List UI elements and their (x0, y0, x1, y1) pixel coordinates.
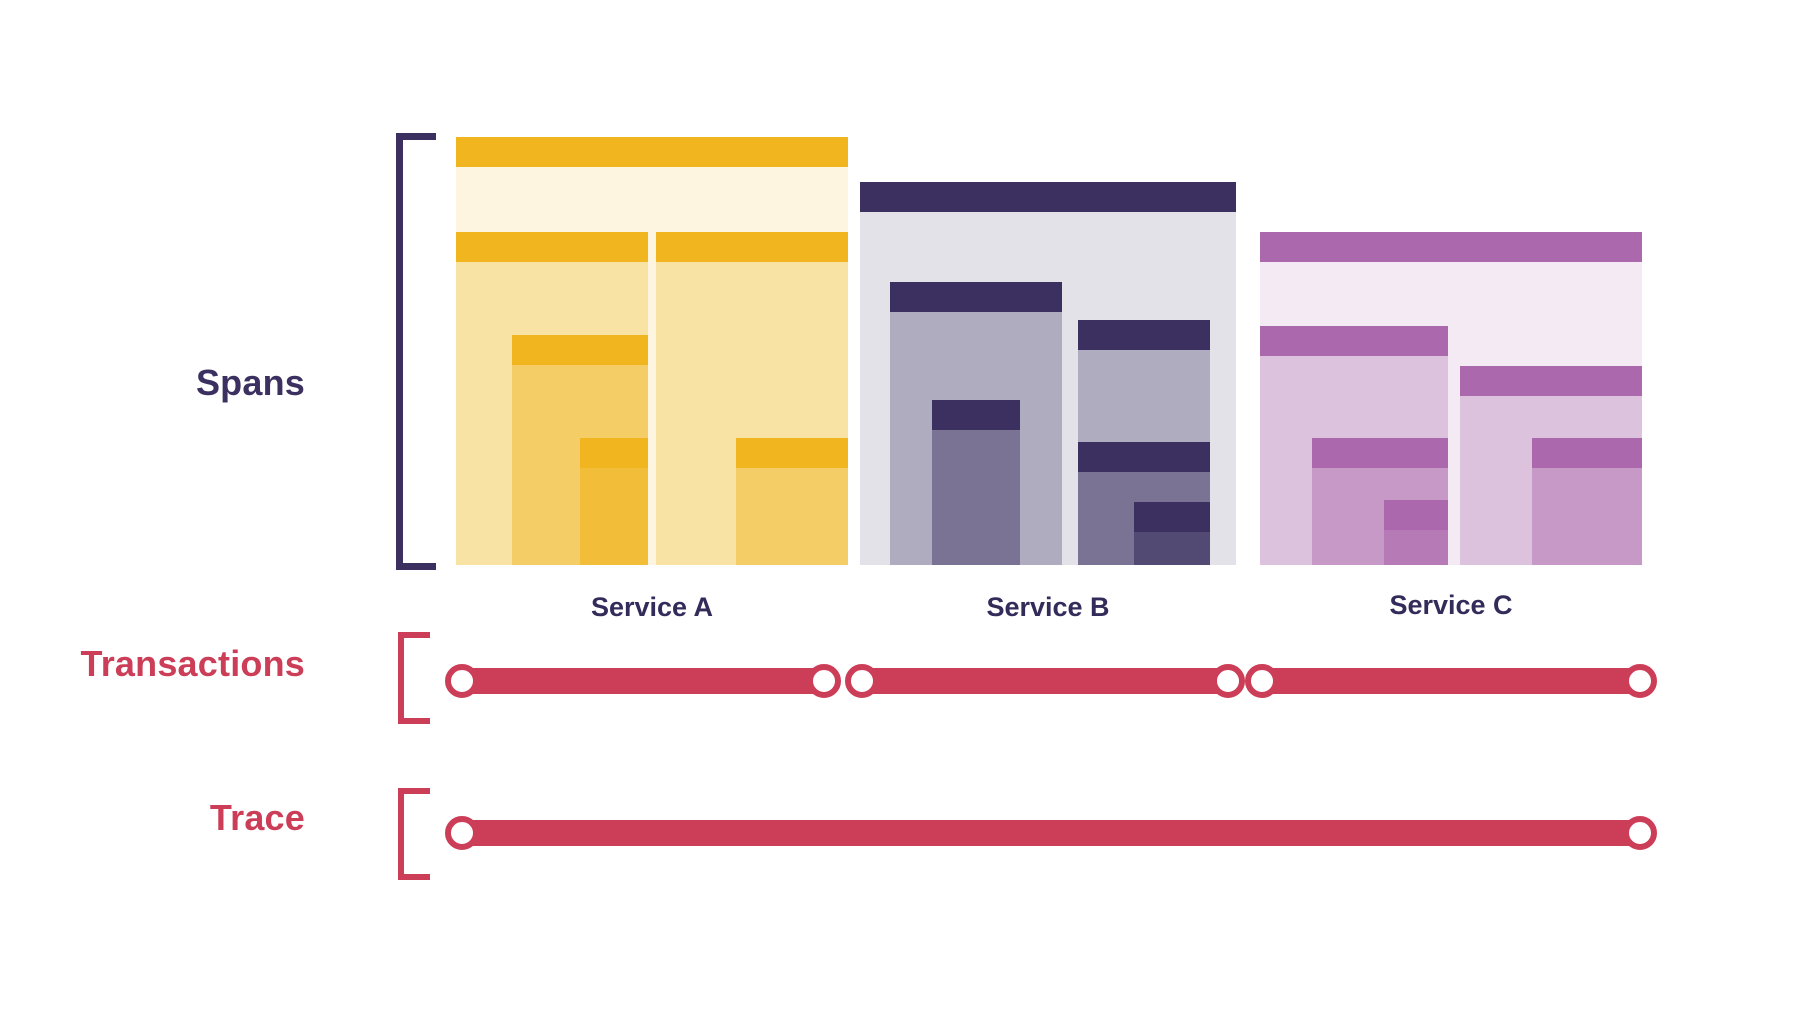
spans-waterfall (456, 137, 1642, 565)
span-header-bar (656, 232, 848, 262)
bracket-spans (396, 133, 436, 570)
span-bar[interactable] (860, 182, 1236, 565)
span-header-bar (1260, 326, 1448, 356)
transaction-1-end-dot[interactable] (807, 664, 841, 698)
span-header-bar (456, 137, 848, 167)
span-body (1260, 262, 1642, 565)
span-bar[interactable] (456, 232, 648, 565)
span-bar[interactable] (1384, 500, 1448, 565)
span-header-bar (1134, 502, 1210, 532)
span-header-bar (932, 400, 1020, 430)
span-header-bar (1384, 500, 1448, 530)
span-bar[interactable] (1134, 502, 1210, 565)
trace-end-dot[interactable] (1623, 816, 1657, 850)
span-bar[interactable] (1312, 438, 1448, 565)
span-body (890, 312, 1062, 565)
span-body (580, 468, 648, 565)
transaction-2-start-dot[interactable] (845, 664, 879, 698)
span-header-bar (512, 335, 648, 365)
transaction-3-start-dot[interactable] (1245, 664, 1279, 698)
span-bar[interactable] (736, 438, 848, 565)
span-body (1460, 396, 1642, 565)
span-bar[interactable] (932, 400, 1020, 565)
span-body (656, 262, 848, 565)
span-header-bar (860, 182, 1236, 212)
span-header-bar (1078, 442, 1210, 472)
span-header-bar (736, 438, 848, 468)
transaction-3-end-dot[interactable] (1623, 664, 1657, 698)
span-header-bar (1532, 438, 1642, 468)
bracket-trace (398, 788, 430, 880)
span-bar[interactable] (1532, 438, 1642, 565)
span-header-bar (890, 282, 1062, 312)
span-header-bar (580, 438, 648, 468)
span-header-bar (1460, 366, 1642, 396)
row-label-transactions: Transactions (80, 643, 305, 684)
span-header-bar (1260, 232, 1642, 262)
span-body (932, 430, 1020, 565)
transaction-2-bar[interactable] (862, 668, 1228, 694)
service-label-b: Service B (986, 592, 1110, 622)
span-header-bar (456, 232, 648, 262)
transaction-3-bar[interactable] (1262, 668, 1640, 694)
span-bar[interactable] (1260, 232, 1642, 565)
trace-start-dot[interactable] (445, 816, 479, 850)
service-label-a: Service A (590, 592, 714, 622)
span-body (1532, 468, 1642, 565)
transaction-1-bar[interactable] (462, 668, 824, 694)
span-header-bar (1078, 320, 1210, 350)
trace-bar[interactable] (462, 820, 1640, 846)
transaction-2-end-dot[interactable] (1211, 664, 1245, 698)
span-bar[interactable] (580, 438, 648, 565)
span-bar[interactable] (656, 232, 848, 565)
transaction-1-start-dot[interactable] (445, 664, 479, 698)
service-label-c: Service C (1389, 590, 1513, 620)
span-header-bar (1312, 438, 1448, 468)
span-bar[interactable] (1460, 366, 1642, 565)
bracket-transactions (398, 632, 430, 724)
span-bar[interactable] (890, 282, 1062, 565)
span-body (736, 468, 848, 565)
row-label-spans: Spans (195, 362, 305, 403)
span-body (1384, 530, 1448, 565)
row-label-trace: Trace (209, 797, 305, 838)
span-body (1134, 532, 1210, 565)
